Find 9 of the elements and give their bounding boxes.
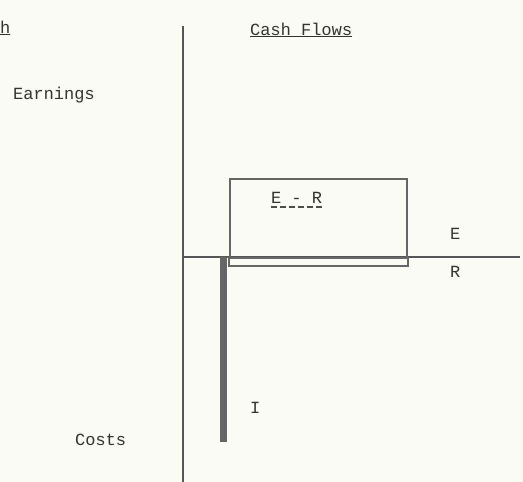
section-heading: h xyxy=(0,20,10,40)
curve-label: R xyxy=(450,264,460,284)
box-label: E - R xyxy=(271,190,322,210)
section-heading: Cash Flows xyxy=(250,22,352,42)
cash-flow-box xyxy=(229,178,408,257)
axis-label: Costs xyxy=(75,432,126,452)
curve-label: E xyxy=(450,226,460,246)
axis-label: Earnings xyxy=(13,86,95,106)
bar-label: I xyxy=(250,400,260,420)
